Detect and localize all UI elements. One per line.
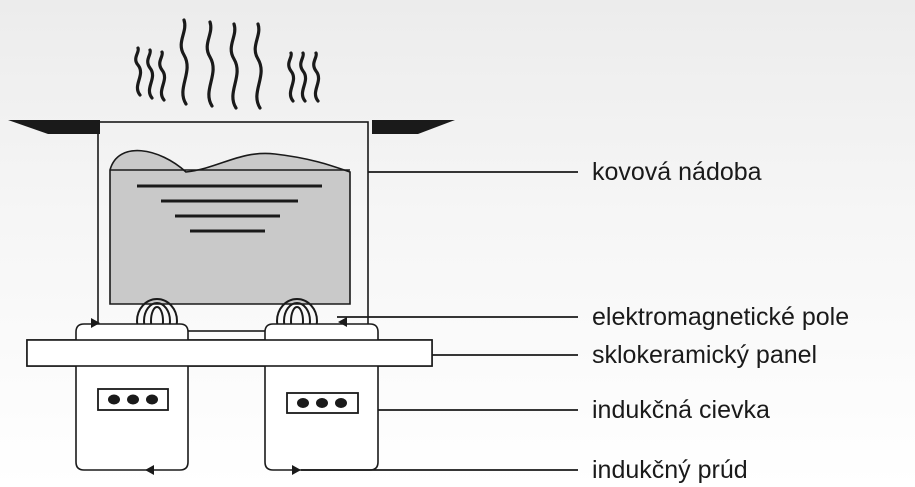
label-induction-current: indukčný prúd: [592, 456, 748, 484]
label-induction-coil: indukčná cievka: [592, 396, 770, 424]
heat-lines: [137, 184, 322, 233]
steam-icon: [134, 18, 321, 110]
leader-lines: [301, 171, 578, 471]
coil-terminal-right: [286, 392, 359, 414]
pot-rim-left: [8, 120, 100, 134]
metal-pot: [97, 121, 369, 332]
label-em-field: elektromagnetické pole: [592, 303, 850, 331]
label-metal-pot: kovová nádoba: [592, 158, 762, 186]
pot-rim-right: [372, 120, 455, 134]
pot-contents: [109, 149, 351, 305]
coil-terminal-left: [97, 388, 169, 411]
arrow-icon: [91, 317, 347, 475]
label-ceramic-panel: sklokeramický panel: [592, 341, 818, 369]
